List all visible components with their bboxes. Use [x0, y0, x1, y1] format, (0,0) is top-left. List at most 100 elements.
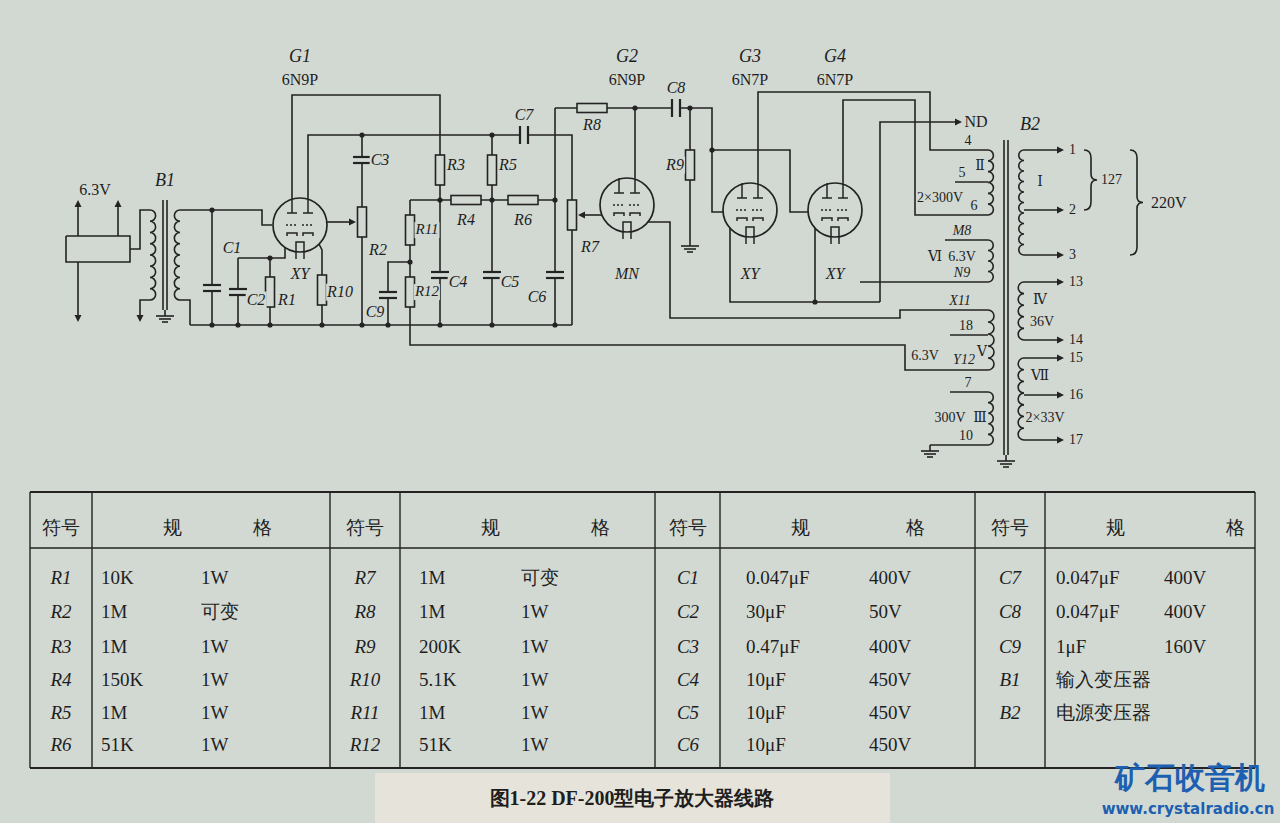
- resistor-symbol: [436, 155, 445, 185]
- arrowhead: [1057, 392, 1064, 399]
- wire: [117, 204, 119, 236]
- table-cell: 规: [162, 518, 183, 538]
- ground-symbol: [1003, 466, 1009, 468]
- table-rule: [654, 492, 655, 768]
- table-cell: C4: [676, 670, 700, 690]
- wire: [1024, 209, 1058, 211]
- tube-plate: [842, 183, 844, 198]
- junction-dot: [632, 105, 637, 110]
- arrowhead: [137, 315, 144, 322]
- tube-grid: [629, 204, 641, 206]
- part-label: R3: [446, 157, 466, 174]
- tube-envelope: [600, 178, 654, 232]
- part-label: 36V: [1029, 315, 1055, 330]
- part-label: 220V: [1150, 195, 1188, 212]
- capacitor-plate: [353, 162, 371, 164]
- table-cell: 10μF: [745, 735, 787, 755]
- wire: [758, 92, 988, 183]
- table-cell: R11: [349, 703, 380, 723]
- tube-pin: [745, 237, 747, 244]
- resistor-symbol: [266, 277, 275, 307]
- table-cell: R2: [49, 602, 72, 622]
- capacitor-symbol: [353, 157, 371, 163]
- wire: [880, 122, 956, 302]
- capacitor-plate: [203, 284, 221, 286]
- part-label: 127: [1100, 173, 1123, 188]
- junction-dot: [319, 322, 324, 327]
- wire: [292, 95, 440, 200]
- tube-plate: [618, 178, 620, 193]
- capacitor-symbol: [520, 126, 528, 144]
- arrowhead: [75, 315, 82, 322]
- part-label: R7: [580, 239, 600, 256]
- part-label: C6: [527, 289, 548, 306]
- part-label: Y12: [952, 353, 976, 368]
- table-cell: 10μF: [745, 670, 787, 690]
- heater-label: XY: [262, 264, 338, 283]
- capacitor-plate: [483, 277, 501, 279]
- part-label: 13: [1068, 275, 1084, 290]
- junction-dot: [209, 207, 214, 212]
- table-cell: 规: [1105, 518, 1126, 538]
- table-cell: 1W: [520, 735, 549, 755]
- wire: [77, 262, 79, 316]
- part-label: C4: [448, 274, 469, 291]
- capacitor-symbol: [431, 272, 449, 278]
- wire: [712, 150, 808, 212]
- part-label: C5: [500, 274, 521, 291]
- capacitor-plate: [483, 271, 501, 273]
- arrowhead: [75, 200, 82, 207]
- part-label: C8: [666, 80, 687, 97]
- capacitor-symbol: [229, 289, 247, 295]
- tube-designator: G4: [797, 46, 873, 68]
- wire: [66, 236, 130, 262]
- tube-heater: [831, 227, 839, 237]
- junction-dot: [385, 322, 390, 327]
- table-cell: 5.1K: [418, 670, 457, 690]
- tube-pin: [303, 252, 305, 259]
- vacuum-tube: G46N7PXY: [797, 45, 873, 290]
- tube-grid: [821, 209, 833, 211]
- wire: [410, 200, 988, 370]
- table-cell: R5: [49, 703, 72, 723]
- table-cell: 51K: [418, 735, 453, 755]
- tube-grid: [837, 209, 849, 211]
- heater-label: XY: [797, 264, 873, 283]
- junction-dot: [235, 322, 240, 327]
- table-cell: C5: [676, 703, 700, 723]
- tube-plate: [291, 198, 293, 213]
- part-label: X11: [948, 294, 972, 309]
- tube-envelope: [808, 183, 862, 237]
- wire: [1024, 357, 1058, 359]
- table-cell: 1M: [418, 568, 446, 588]
- tube-cathode: [838, 218, 848, 221]
- tube-designator: G2: [589, 46, 665, 68]
- tube-cathode: [753, 218, 763, 221]
- table-cell: 1W: [520, 637, 549, 657]
- part-label: Ⅰ: [1036, 175, 1044, 190]
- tube-plate: [757, 183, 759, 198]
- tube-plate: [307, 198, 309, 213]
- tube-grid: [302, 224, 314, 226]
- table-cell: 200K: [418, 637, 462, 657]
- table-cell: 1W: [200, 568, 229, 588]
- tube-designator: G1: [262, 46, 338, 68]
- table-cell: C3: [676, 637, 700, 657]
- part-label: 10: [958, 429, 974, 444]
- table-rule: [29, 492, 30, 768]
- ground-symbol: [929, 445, 931, 451]
- vacuum-tube: G16N9PXY: [262, 45, 338, 290]
- resistor-symbol: [406, 215, 415, 245]
- wire: [439, 200, 441, 325]
- transformer-winding: [1018, 282, 1024, 340]
- part-label: Ⅴ: [976, 345, 988, 360]
- table-cell: 规: [790, 518, 811, 538]
- resistor-symbol: [577, 104, 607, 113]
- figure-caption: 图1-22 DF-200型电子放大器线路: [490, 787, 775, 809]
- table-rule: [399, 492, 400, 768]
- table-cell: 400V: [868, 637, 912, 657]
- capacitor-plate: [546, 277, 564, 279]
- junction-dot: [489, 132, 494, 137]
- table-cell: 1M: [418, 703, 446, 723]
- wire: [680, 108, 723, 212]
